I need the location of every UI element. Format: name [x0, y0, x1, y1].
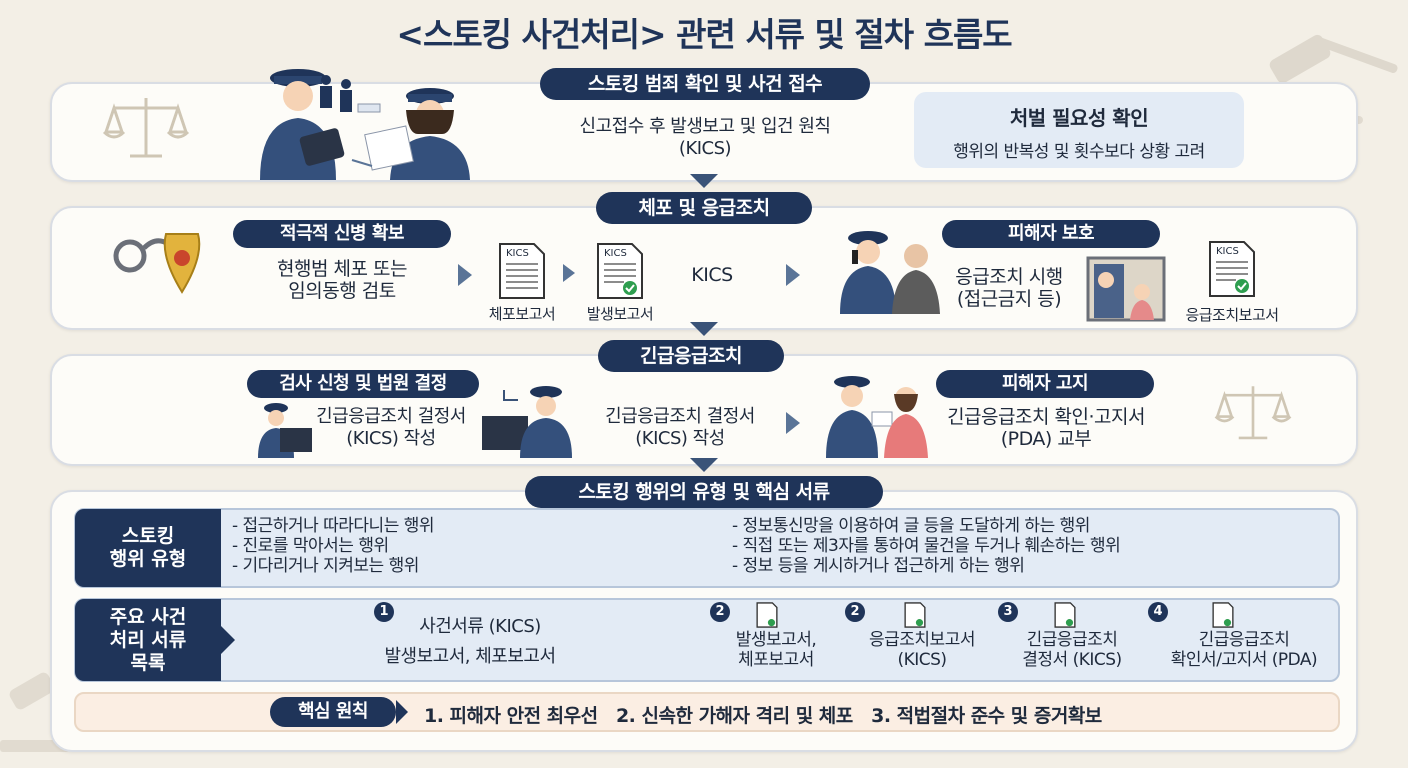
emergency-measure-description: 응급조치 시행 (접근금지 등) [955, 266, 1063, 310]
page-title: <스토킹 사건처리> 관련 서류 및 절차 흐름도 [396, 15, 1012, 54]
key-documents-head: 주요 사건 처리 서류 목록 [75, 599, 221, 681]
doc-number-badge: 3 [998, 602, 1018, 622]
list-item: - 정보통신망을 이용하여 글 등을 도달하게 하는 행위 [732, 516, 1090, 536]
handcuffs-badge-icon [113, 233, 201, 294]
punishment-necessity-box: 처벌 필요성 확인 행위의 반복성 및 횟수보다 상황 고려 [914, 92, 1244, 168]
document-icon [499, 243, 545, 299]
flow-arrow-right [563, 264, 575, 282]
side-description: 행위의 반복성 및 횟수보다 상황 고려 [953, 142, 1205, 162]
step1-description: 신고접수 후 발생보고 및 입건 원칙 (KICS) [579, 116, 831, 159]
victim-protection-label: 피해자 보호 [942, 220, 1160, 248]
prosecutor-court-label: 검사 신청 및 법원 결정 [247, 370, 479, 398]
arrest-report-doc: KICS [498, 242, 546, 300]
police-officers-tablet-illustration [260, 69, 470, 180]
secure-suspect-label: 적극적 신병 확보 [233, 220, 451, 248]
step4-header: 스토킹 행위의 유형 및 핵심 서류 [525, 476, 883, 508]
doc-item-text: 응급조치보고서 (KICS) [869, 630, 975, 670]
officer-notifying-victim-illustration [826, 376, 928, 458]
flow-arrow-3 [690, 458, 718, 472]
list-item: - 직접 또는 제3자를 통하여 물건을 두거나 훼손하는 행위 [732, 536, 1121, 556]
incident-report-doc: KICS [596, 242, 644, 300]
core-principles-head: 핵심 원칙 [270, 697, 396, 727]
document-check-icon [904, 602, 926, 628]
doc-item-text: 발생보고서, 체포보고서 [735, 630, 817, 670]
document-check-icon [1212, 602, 1234, 628]
kics-text: KICS [691, 264, 733, 286]
emergency-decision-description: 긴급응급조치 걸정서 (KICS) 작성 [316, 406, 466, 449]
doc-number-badge: 1 [374, 602, 394, 622]
stalking-types-box [74, 508, 1340, 588]
side-title: 처벌 필요성 확인 [1009, 106, 1149, 130]
victim-notice-label: 피해자 고지 [936, 370, 1154, 398]
incident-report-label: 발생보고서 [586, 305, 654, 323]
flow-arrow-right [458, 264, 472, 286]
doc-number-badge: 2 [710, 602, 730, 622]
flow-arrow-1 [690, 174, 718, 188]
document-check-icon [1209, 241, 1255, 297]
step1-header: 스토킹 범죄 확인 및 사건 접수 [540, 68, 870, 100]
officer-computer-illustration [258, 403, 312, 458]
doc-number-badge: 4 [1148, 602, 1168, 622]
doc-tag: KICS [1216, 246, 1239, 257]
arrest-description: 현행범 체포 또는 임의동행 검토 [277, 258, 407, 302]
list-item: - 진로를 막아서는 행위 [232, 536, 389, 556]
doc-case-title: 사건서류 (KICS) [419, 616, 541, 637]
document-check-icon [756, 602, 778, 628]
arrest-report-label: 체포보고서 [488, 305, 556, 323]
doc-number-badge: 2 [845, 602, 865, 622]
scales-icon [102, 98, 190, 158]
doc-tag: KICS [604, 248, 627, 259]
officer-desk-illustration [482, 386, 572, 458]
emergency-report-doc: KICS [1208, 240, 1256, 298]
doc-tag: KICS [506, 248, 529, 259]
list-item: - 기다리거나 지켜보는 행위 [232, 556, 419, 576]
document-check-icon [597, 243, 643, 299]
stalking-types-left-list: - 접근하거나 따라다니는 행위 - 진로를 막아서는 행위 - 기다리거나 지… [232, 516, 435, 576]
key-documents-title: 주요 사건 처리 서류 목록 [109, 605, 187, 674]
key-documents-box [74, 598, 1340, 682]
list-item: - 정보 등을 게시하거나 접근하게 하는 행위 [732, 556, 1025, 576]
doc-item-text: 긴급응급조치 결정서 (KICS) [1022, 630, 1122, 670]
scales-icon [1214, 386, 1292, 440]
victim-notice-description: 긴급응급조치 확인·고지서 (PDA) 교부 [947, 406, 1145, 450]
flow-arrow-right [786, 412, 800, 434]
list-item: - 접근하거나 따라다니는 행위 [232, 516, 435, 536]
flow-arrow-2 [690, 322, 718, 336]
gavel-icon [0, 672, 70, 752]
emergency-decision-mid-description: 긴급응급조치 결정서 (KICS) 작성 [605, 406, 755, 449]
stalking-types-head: 스토킹 행위 유형 [75, 509, 221, 587]
stalking-types-right-list: - 정보통신망을 이용하여 글 등을 도달하게 하는 행위 - 직접 또는 제3… [732, 516, 1121, 576]
doc-item-text: 긴급응급조치 확인서/고지서 (PDA) [1170, 630, 1318, 670]
officer-on-phone-illustration [840, 231, 940, 314]
flow-arrow-right [786, 264, 800, 286]
document-check-icon [1054, 602, 1076, 628]
doc-case-text: 발생보고서, 체포보고서 [384, 646, 556, 667]
step2-header: 체포 및 응급조치 [596, 192, 812, 224]
head-arrow [221, 626, 235, 654]
core-principles-text: 1. 피해자 안전 최우선 2. 신속한 가해자 격리 및 체포 3. 적법절차… [424, 705, 1102, 727]
step3-header: 긴급응급조치 [598, 340, 784, 372]
principle-arrow [396, 700, 408, 724]
stalking-types-title: 스토킹 행위 유형 [109, 525, 187, 570]
emergency-report-label: 응급조치보고서 [1185, 306, 1279, 324]
doorway-officer-illustration [1086, 256, 1166, 322]
